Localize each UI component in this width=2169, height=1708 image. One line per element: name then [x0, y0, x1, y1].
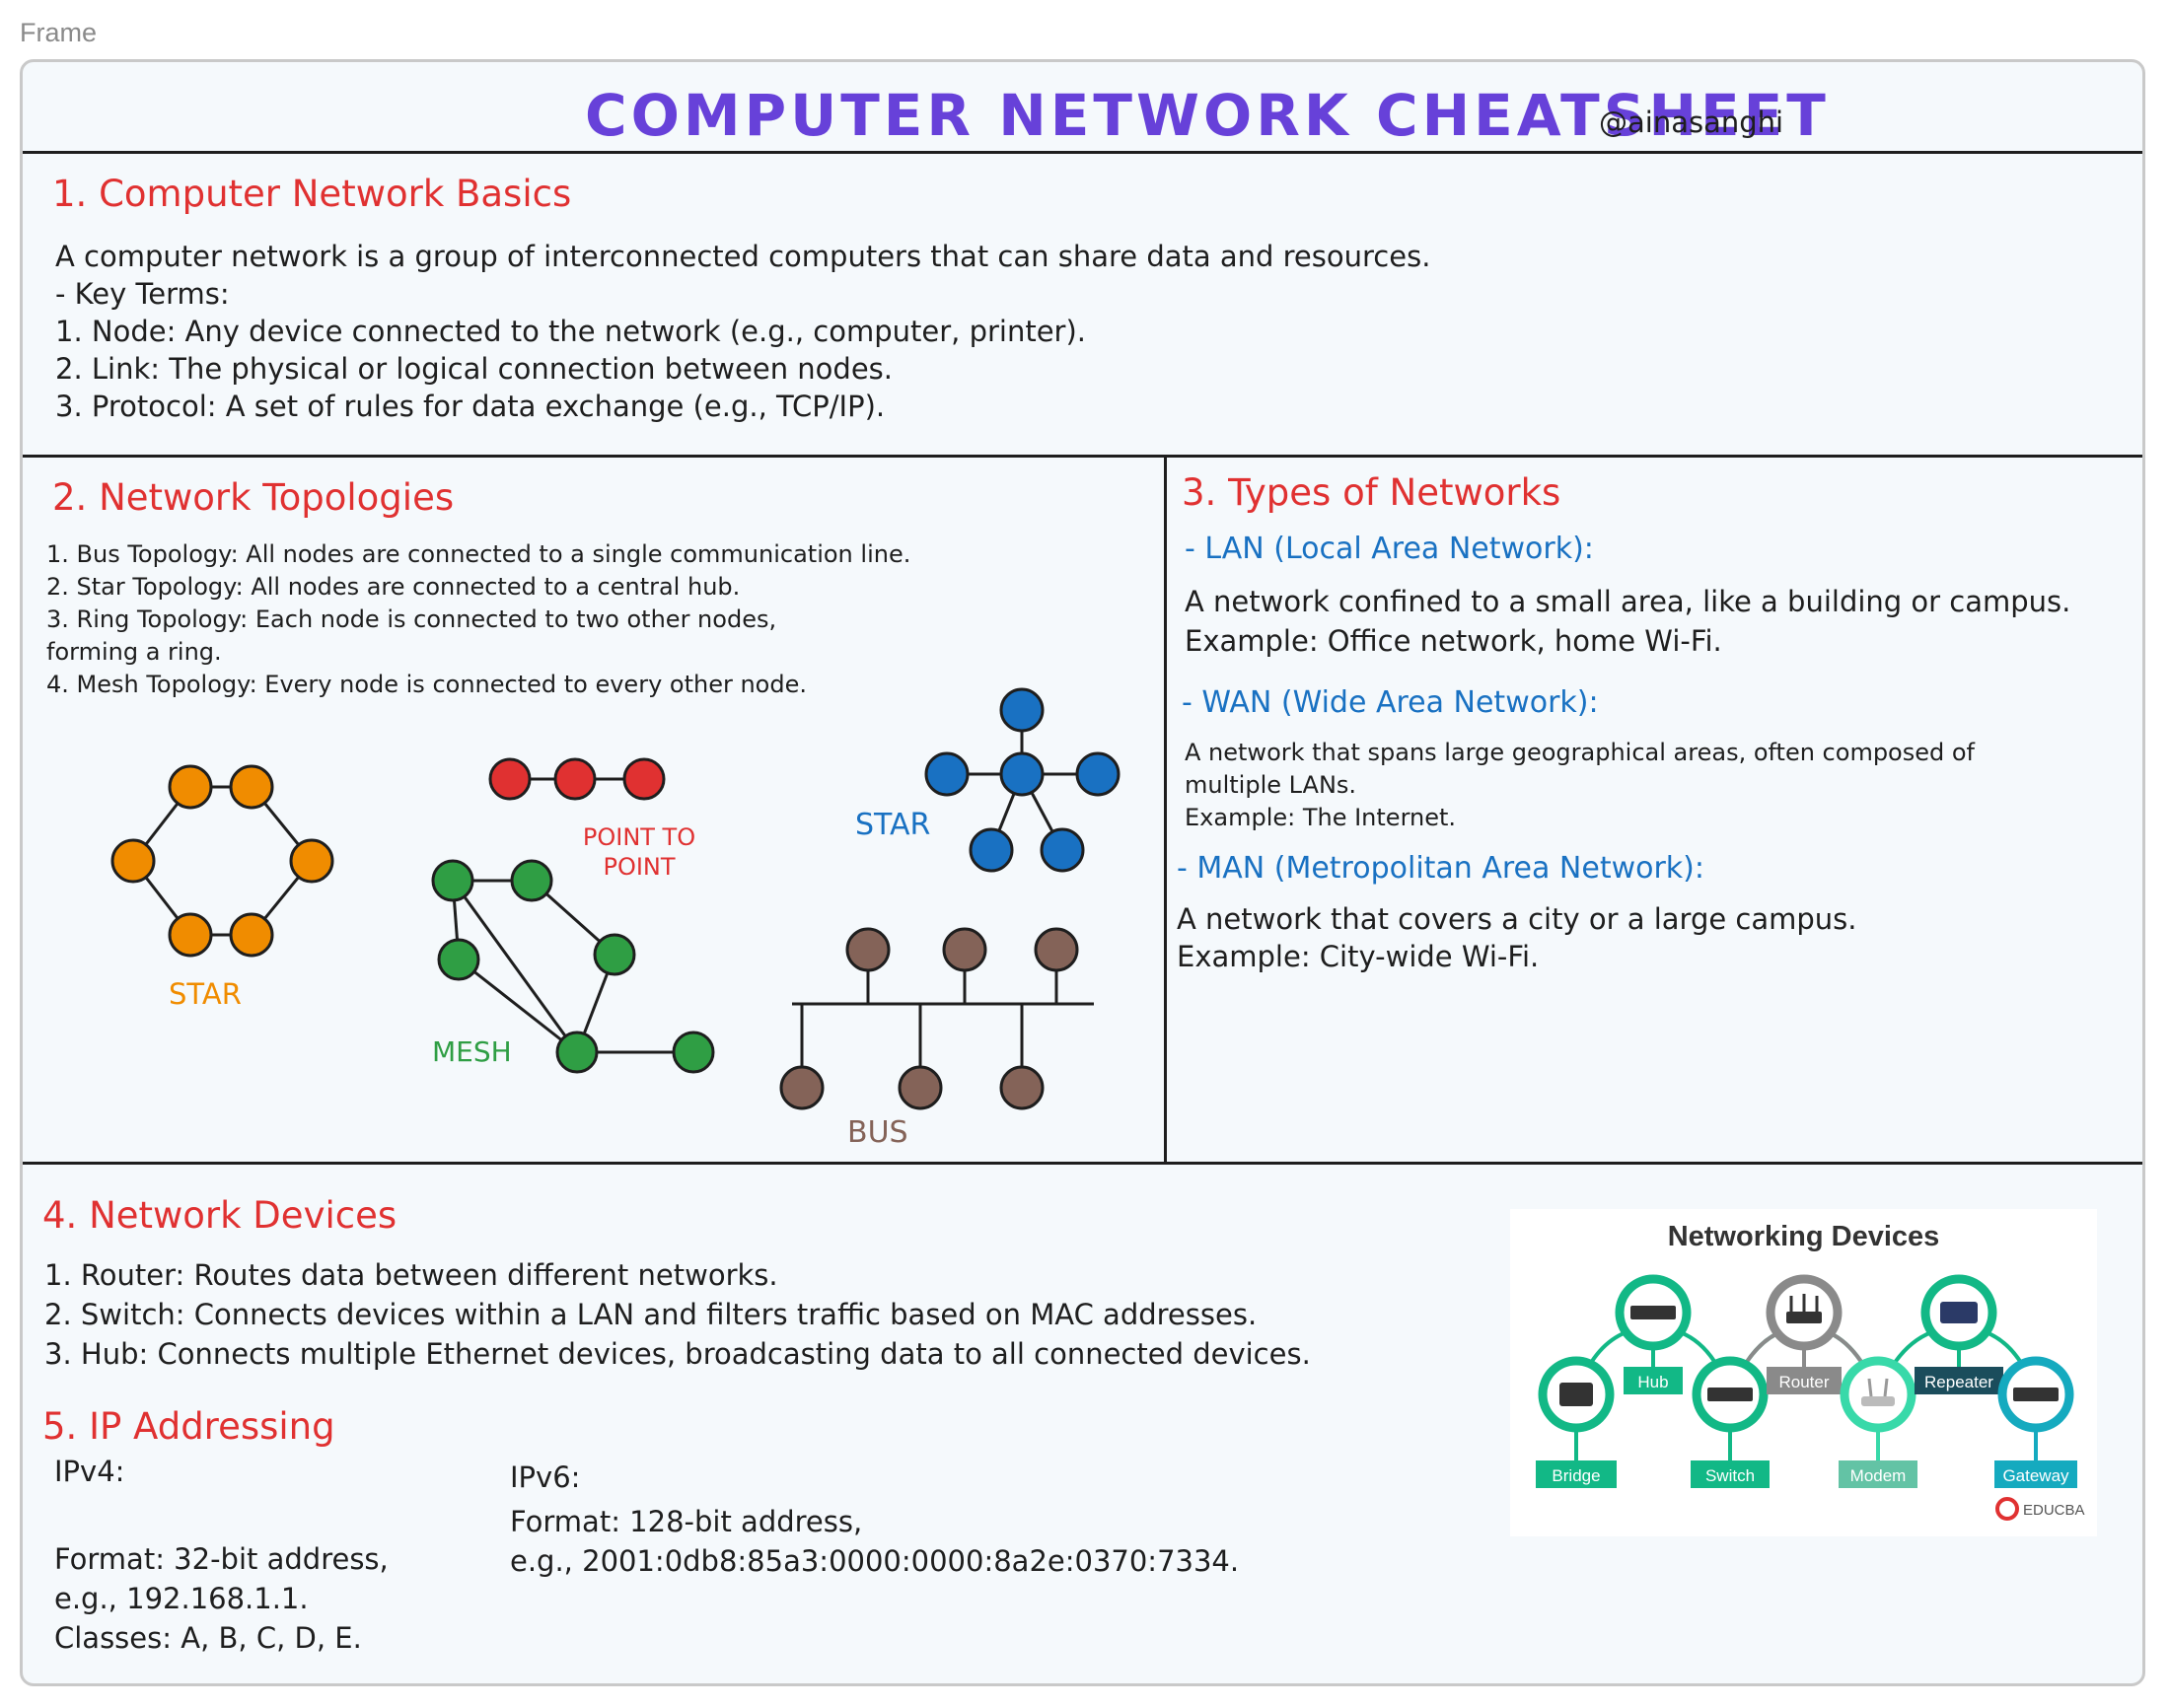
- device-label-hub: Hub: [1637, 1373, 1668, 1391]
- mesh-label: MESH: [432, 1035, 512, 1068]
- point-to-point-label: POINT: [603, 853, 675, 881]
- switch-pin: Switch: [1691, 1356, 1770, 1488]
- cheatsheet-frame[interactable]: COMPUTER NETWORK CHEATSHEET @ainasanghi …: [20, 59, 2145, 1686]
- ipv4-body: Format: 32-bit address, e.g., 192.168.1.…: [54, 1539, 389, 1658]
- ipv4-line: Classes: A, B, C, D, E.: [54, 1621, 362, 1655]
- networking-devices-graphic: Bridge Hub Switch: [1536, 1274, 2085, 1521]
- wan-line: A network that spans large geographical …: [1185, 739, 1975, 766]
- wan-body: A network that spans large geographical …: [1185, 737, 1975, 834]
- wan-line: multiple LANs.: [1185, 771, 1357, 799]
- topologies-line: 4. Mesh Topology: Every node is connecte…: [46, 671, 807, 698]
- ipv6-label: IPv6:: [510, 1460, 581, 1494]
- ipv6-line: e.g., 2001:0db8:85a3:0000:0000:8a2e:0370…: [510, 1544, 1240, 1578]
- device-label-bridge: Bridge: [1552, 1466, 1600, 1485]
- author-handle: @ainasanghi: [1599, 106, 1784, 139]
- educba-logo: EDUCBA: [1995, 1497, 2085, 1521]
- devices-line: 3. Hub: Connects multiple Ethernet devic…: [44, 1337, 1311, 1371]
- ring-label: STAR: [169, 977, 242, 1011]
- device-label-modem: Modem: [1850, 1466, 1907, 1485]
- lan-line: Example: Office network, home Wi-Fi.: [1185, 624, 1722, 658]
- section-devices-heading: 4. Network Devices: [42, 1194, 398, 1237]
- bridge-pin: Bridge: [1536, 1356, 1617, 1488]
- divider-vertical: [1164, 457, 1167, 1162]
- basics-line: 1. Node: Any device connected to the net…: [55, 315, 1087, 348]
- man-body: A network that covers a city or a large …: [1177, 900, 1857, 975]
- star-label: STAR: [855, 808, 930, 842]
- hub-pin: Hub: [1615, 1274, 1692, 1394]
- topologies-line: 2. Star Topology: All nodes are connecte…: [46, 573, 741, 601]
- device-label-gateway: Gateway: [2002, 1466, 2069, 1485]
- page-title: COMPUTER NETWORK CHEATSHEET: [585, 82, 1830, 149]
- section-topologies-heading: 2. Network Topologies: [52, 476, 455, 519]
- frame-label: Frame: [20, 18, 98, 47]
- star-topology: [924, 687, 1121, 873]
- man-title: - MAN (Metropolitan Area Network):: [1177, 851, 1704, 886]
- divider-under-topologies: [23, 1162, 2142, 1165]
- bus-label: BUS: [847, 1115, 908, 1150]
- basics-line: - Key Terms:: [55, 277, 230, 311]
- lan-title: - LAN (Local Area Network):: [1185, 532, 1594, 566]
- basics-line: 2. Link: The physical or logical connect…: [55, 352, 893, 386]
- point-to-point-label: POINT TO: [583, 823, 695, 851]
- device-label-switch: Switch: [1705, 1466, 1755, 1485]
- section-basics-body: A computer network is a group of interco…: [55, 238, 1430, 425]
- section-topologies-body: 1. Bus Topology: All nodes are connected…: [46, 538, 910, 701]
- device-label-router: Router: [1778, 1373, 1829, 1391]
- basics-line: A computer network is a group of interco…: [55, 240, 1431, 273]
- topologies-line: 3. Ring Topology: Each node is connected…: [46, 605, 777, 633]
- section-ip-heading: 5. IP Addressing: [42, 1405, 335, 1448]
- networking-devices-title: Networking Devices: [1667, 1221, 1940, 1252]
- lan-body: A network confined to a small area, like…: [1185, 582, 2070, 661]
- ipv4-line: e.g., 192.168.1.1.: [54, 1582, 309, 1615]
- networking-devices-image: Networking Devices Bridge: [1510, 1209, 2097, 1536]
- point-to-point-topology: [488, 757, 666, 801]
- divider-under-title: [23, 151, 2142, 154]
- repeater-pin: Repeater: [1915, 1274, 2003, 1394]
- devices-line: 2. Switch: Connects devices within a LAN…: [44, 1298, 1258, 1331]
- ipv4-line: Format: 32-bit address,: [54, 1542, 389, 1576]
- basics-line: 3. Protocol: A set of rules for data exc…: [55, 390, 886, 423]
- modem-pin: Modem: [1839, 1356, 1917, 1488]
- ipv4-label: IPv4:: [54, 1455, 125, 1488]
- section-basics-heading: 1. Computer Network Basics: [52, 173, 572, 215]
- divider-under-basics: [23, 455, 2142, 458]
- ring-topology: [110, 764, 334, 958]
- topologies-line: forming a ring.: [46, 638, 222, 666]
- section-types-heading: 3. Types of Networks: [1182, 471, 1561, 514]
- section-devices-body: 1. Router: Routes data between different…: [44, 1255, 1311, 1374]
- bus-topology: [779, 927, 1094, 1110]
- wan-line: Example: The Internet.: [1185, 804, 1457, 831]
- router-pin: Router: [1766, 1274, 1843, 1394]
- mesh-topology: [431, 859, 715, 1074]
- ipv6-line: Format: 128-bit address,: [510, 1505, 863, 1538]
- device-label-repeater: Repeater: [1924, 1373, 1993, 1391]
- ipv6-body: Format: 128-bit address, e.g., 2001:0db8…: [510, 1502, 1239, 1581]
- man-line: A network that covers a city or a large …: [1177, 902, 1857, 936]
- lan-line: A network confined to a small area, like…: [1185, 585, 2071, 618]
- gateway-pin: Gateway: [1994, 1356, 2077, 1488]
- devices-line: 1. Router: Routes data between different…: [44, 1258, 778, 1292]
- topologies-line: 1. Bus Topology: All nodes are connected…: [46, 540, 911, 568]
- educba-brand: EDUCBA: [2023, 1502, 2085, 1519]
- topology-diagrams: STAR POINT TO POINT MESH: [110, 687, 1121, 1150]
- wan-title: - WAN (Wide Area Network):: [1182, 685, 1599, 720]
- man-line: Example: City-wide Wi-Fi.: [1177, 940, 1540, 973]
